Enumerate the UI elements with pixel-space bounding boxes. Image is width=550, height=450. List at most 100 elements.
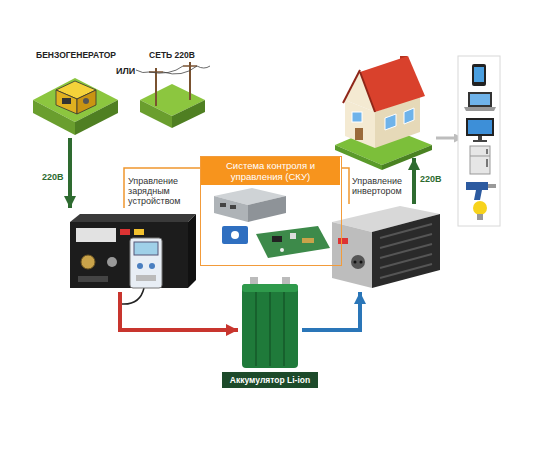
charger-art-part [149, 263, 155, 269]
battery-art-part [283, 292, 285, 366]
node-text: БЕНЗОГЕНЕРАТОР [30, 50, 122, 60]
control-system-art [214, 188, 330, 258]
appliance-panel [458, 56, 500, 226]
house-art-part [382, 145, 432, 170]
charger-art-part [78, 276, 108, 282]
grid-tile-art-part [155, 68, 157, 106]
house-art-part [355, 128, 363, 140]
connector [120, 292, 238, 330]
generator-tile-art [33, 78, 118, 135]
charger-art-part [81, 255, 95, 269]
battery-art-part [282, 277, 290, 285]
output-arrows [414, 138, 463, 204]
battery-art-part [269, 292, 271, 366]
generator-tile-art-part [77, 90, 96, 114]
charger-art-part [134, 242, 158, 255]
charger-art-part [120, 229, 130, 235]
connector [302, 292, 360, 330]
appliance-panel-part [486, 159, 488, 167]
appliance-panel-part [486, 149, 488, 154]
grid-tile-art-part [189, 62, 191, 100]
charger-art-part [107, 257, 117, 267]
appliance-panel-part [472, 64, 486, 86]
grid-tile-art-part [163, 66, 197, 74]
control-system-art-part [256, 226, 330, 258]
house-art-part [385, 114, 396, 130]
node-text: СЕТЬ 220В [136, 50, 208, 60]
grid-tile-art-part [197, 66, 210, 68]
battery-box: Аккумулятор Li-ion [238, 274, 302, 388]
appliance-panel-part [473, 140, 487, 142]
inverter-art-part [351, 255, 365, 269]
inverter-art-part [338, 238, 348, 244]
generator-tile-art-part [83, 98, 89, 104]
grid-tile-art [136, 62, 210, 128]
node-text: Управление инвертором [352, 176, 410, 196]
battery-art-part [250, 277, 258, 285]
inverter-art [332, 206, 440, 288]
inverter-art-part [360, 261, 363, 264]
house-art-part [404, 108, 414, 124]
control-system-art-part [222, 226, 248, 244]
appliance-panel-part [466, 182, 488, 200]
house-art-part [335, 145, 382, 170]
charger-art-part [137, 263, 143, 269]
house-art-part [343, 70, 360, 103]
appliance-panel-part [473, 201, 487, 215]
node-text: Аккумулятор Li-ion [222, 372, 318, 388]
charger-art-part [134, 229, 144, 235]
generator-tile-art-part [62, 98, 71, 104]
appliance-panel-part [466, 118, 494, 136]
generator-tile-art-part [56, 90, 77, 114]
appliance-panel-part [488, 184, 496, 188]
house-art-part [352, 112, 362, 122]
control-system-art-part [220, 203, 226, 207]
output-arrows-part [412, 158, 416, 204]
control-system-art-part [230, 205, 236, 209]
node-text: Система контроля и управления (СКУ) [201, 157, 340, 185]
appliance-panel-part [458, 56, 500, 226]
appliance-panel-part [470, 156, 490, 157]
appliance-panel-part [468, 120, 492, 134]
control-system-art-part [248, 196, 286, 222]
edge-label: 220В [42, 172, 64, 182]
connector [68, 138, 72, 208]
battery-art [242, 277, 298, 368]
appliance-panel-part [464, 107, 496, 111]
house-art-part [360, 72, 375, 112]
appliance-panel-part [477, 214, 483, 220]
inverter-art-part [380, 264, 432, 278]
connector [342, 168, 349, 204]
control-system-art-part [231, 231, 239, 239]
charger-art-part [70, 214, 196, 222]
voltage-label: 220В [420, 174, 442, 184]
house-art [335, 56, 432, 170]
house-art-part [360, 56, 425, 112]
generator-tile: БЕНЗОГЕНЕРАТОР [30, 50, 122, 138]
node-text: Управление зарядным устройством [128, 176, 206, 206]
control-system-art-part [280, 248, 284, 252]
grid-tile-art-part [149, 66, 183, 73]
inverter-art-part [354, 261, 357, 264]
battery-art-part [255, 292, 257, 366]
control-system-art-part [214, 196, 248, 222]
inverter-art-part [372, 214, 440, 288]
charger-art-part [136, 275, 156, 281]
control-system-art-part [302, 238, 314, 243]
control-system-art-part [290, 233, 296, 239]
charger-art-part [130, 238, 162, 288]
charger-art-part [76, 228, 116, 242]
charger-box: Управление зарядным устройством [60, 208, 198, 292]
charger-art-part [70, 222, 188, 288]
battery-art-part [242, 284, 298, 292]
control-system-art-part [272, 236, 282, 242]
or-label: ИЛИ [116, 66, 135, 76]
grid-tile-art-part [183, 65, 197, 67]
grid-tile: СЕТЬ 220В [136, 50, 208, 138]
grid-tile-art-part [172, 100, 205, 128]
charger-art-part [188, 214, 196, 288]
appliance-panel-part [474, 67, 484, 82]
appliance-panel-part [470, 146, 490, 174]
appliance-panel-part [478, 136, 482, 140]
